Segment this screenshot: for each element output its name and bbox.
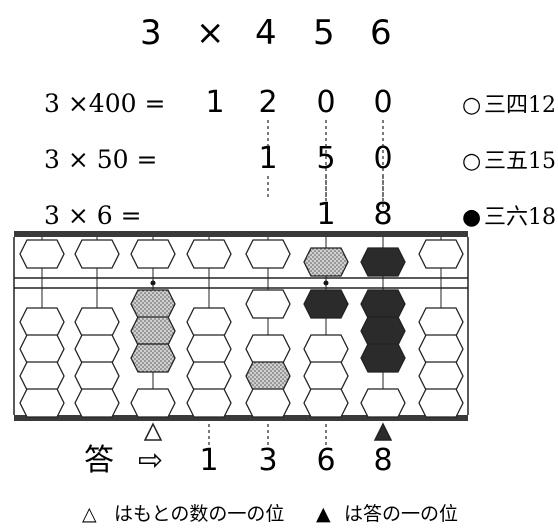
answer-digit: 3 <box>258 443 277 478</box>
legend-open-triangle: △ <box>82 503 97 525</box>
heaven-bead[interactable] <box>19 239 65 269</box>
step-digit: 1 <box>258 141 277 176</box>
earth-bead[interactable] <box>303 361 349 391</box>
earth-bead[interactable] <box>360 343 406 373</box>
earth-bead[interactable] <box>360 289 406 319</box>
earth-bead[interactable] <box>74 361 120 391</box>
step-digit: 0 <box>316 85 335 120</box>
answer-digits: 1 3 6 8 <box>199 443 392 478</box>
earth-bead[interactable] <box>186 388 232 418</box>
legend-filled-text: は答の一の位 <box>344 503 458 525</box>
earth-bead[interactable] <box>19 361 65 391</box>
earth-bead[interactable] <box>303 388 349 418</box>
earth-bead[interactable] <box>303 289 349 319</box>
abacus <box>13 231 469 448</box>
step-label: 3 ×400 = <box>44 89 165 118</box>
earth-bead[interactable] <box>245 334 291 364</box>
earth-bead[interactable] <box>130 388 176 418</box>
open-bead-icon: ○ <box>462 149 481 174</box>
step-digit: 1 <box>205 85 224 120</box>
step-note: 三四12 <box>484 93 556 118</box>
earth-bead[interactable] <box>360 316 406 346</box>
legend-open-text: はもとの数の一の位 <box>114 503 284 525</box>
earth-bead[interactable] <box>130 289 176 319</box>
earth-bead[interactable] <box>360 388 406 418</box>
step-note: 三五15 <box>484 149 556 174</box>
earth-bead[interactable] <box>19 388 65 418</box>
answer-digit: 8 <box>373 443 392 478</box>
heaven-bead[interactable] <box>360 247 406 277</box>
earth-bead[interactable] <box>19 307 65 337</box>
earth-bead[interactable] <box>130 343 176 373</box>
earth-bead[interactable] <box>74 334 120 364</box>
heaven-bead[interactable] <box>418 239 464 269</box>
earth-bead[interactable] <box>19 334 65 364</box>
earth-bead[interactable] <box>186 361 232 391</box>
step-digit: 0 <box>373 85 392 120</box>
step-digit: 1 <box>316 197 335 232</box>
earth-bead[interactable] <box>74 307 120 337</box>
earth-bead[interactable] <box>186 307 232 337</box>
legend-filled-triangle: ▲ <box>316 503 331 525</box>
abacus-bottom-frame <box>14 415 468 421</box>
earth-bead[interactable] <box>186 334 232 364</box>
earth-bead[interactable] <box>418 388 464 418</box>
earth-bead[interactable] <box>418 307 464 337</box>
earth-bead[interactable] <box>245 361 291 391</box>
abacus-top-frame <box>14 231 468 237</box>
earth-bead[interactable] <box>418 361 464 391</box>
problem-operator: × <box>196 13 225 53</box>
step-label: 3 × 6 = <box>44 201 142 230</box>
earth-bead[interactable] <box>418 334 464 364</box>
earth-bead[interactable] <box>130 316 176 346</box>
heaven-bead[interactable] <box>130 239 176 269</box>
step-digit: 2 <box>258 85 277 120</box>
answer-arrow: ⇨ <box>138 443 163 478</box>
step-note: 三六18 <box>484 205 556 230</box>
answer-digit: 1 <box>199 443 218 478</box>
problem-digit-hundreds: 4 <box>255 13 277 53</box>
heaven-bead[interactable] <box>303 247 349 277</box>
heaven-bead[interactable] <box>74 239 120 269</box>
answer-digit: 6 <box>316 443 335 478</box>
problem-multiplier: 3 <box>140 13 162 53</box>
heaven-bead[interactable] <box>245 239 291 269</box>
problem-digit-ones: 6 <box>370 13 392 53</box>
earth-bead[interactable] <box>74 388 120 418</box>
step-label: 3 × 50 = <box>44 145 157 174</box>
problem-digit-tens: 5 <box>313 13 335 53</box>
earth-bead[interactable] <box>303 334 349 364</box>
earth-bead[interactable] <box>245 289 291 319</box>
earth-bead[interactable] <box>245 388 291 418</box>
answer-ones-marker-icon <box>373 422 393 441</box>
step-digit: 8 <box>373 197 392 232</box>
heaven-bead[interactable] <box>186 239 232 269</box>
origin-ones-marker-icon <box>143 422 163 441</box>
open-bead-icon: ○ <box>462 93 481 118</box>
filled-bead-icon: ● <box>462 205 481 230</box>
answer-label: 答 <box>84 443 114 478</box>
